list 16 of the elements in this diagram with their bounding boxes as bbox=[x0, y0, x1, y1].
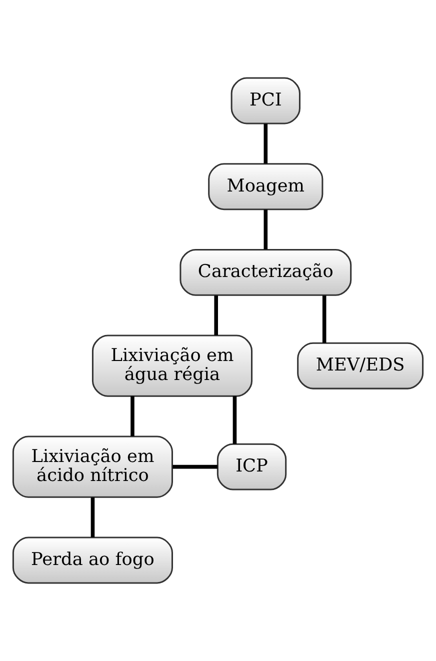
connector bbox=[214, 296, 218, 336]
connector bbox=[130, 396, 134, 436]
node-box: Moagem bbox=[208, 163, 324, 210]
node-box: ICP bbox=[216, 443, 287, 490]
connector bbox=[232, 396, 237, 444]
connector bbox=[322, 296, 326, 344]
node-box: Lixiviação em água régia bbox=[92, 334, 253, 397]
node-box: Caracterização bbox=[180, 248, 352, 296]
connector bbox=[90, 497, 95, 538]
node-box: MEV/EDS bbox=[297, 342, 424, 390]
connector bbox=[172, 464, 218, 469]
node-box: Perda ao fogo bbox=[12, 536, 173, 584]
node-box: Lixiviação em ácido nítrico bbox=[12, 436, 173, 498]
node-box: PCI bbox=[230, 77, 300, 124]
connector bbox=[264, 124, 268, 164]
connector bbox=[264, 210, 268, 250]
